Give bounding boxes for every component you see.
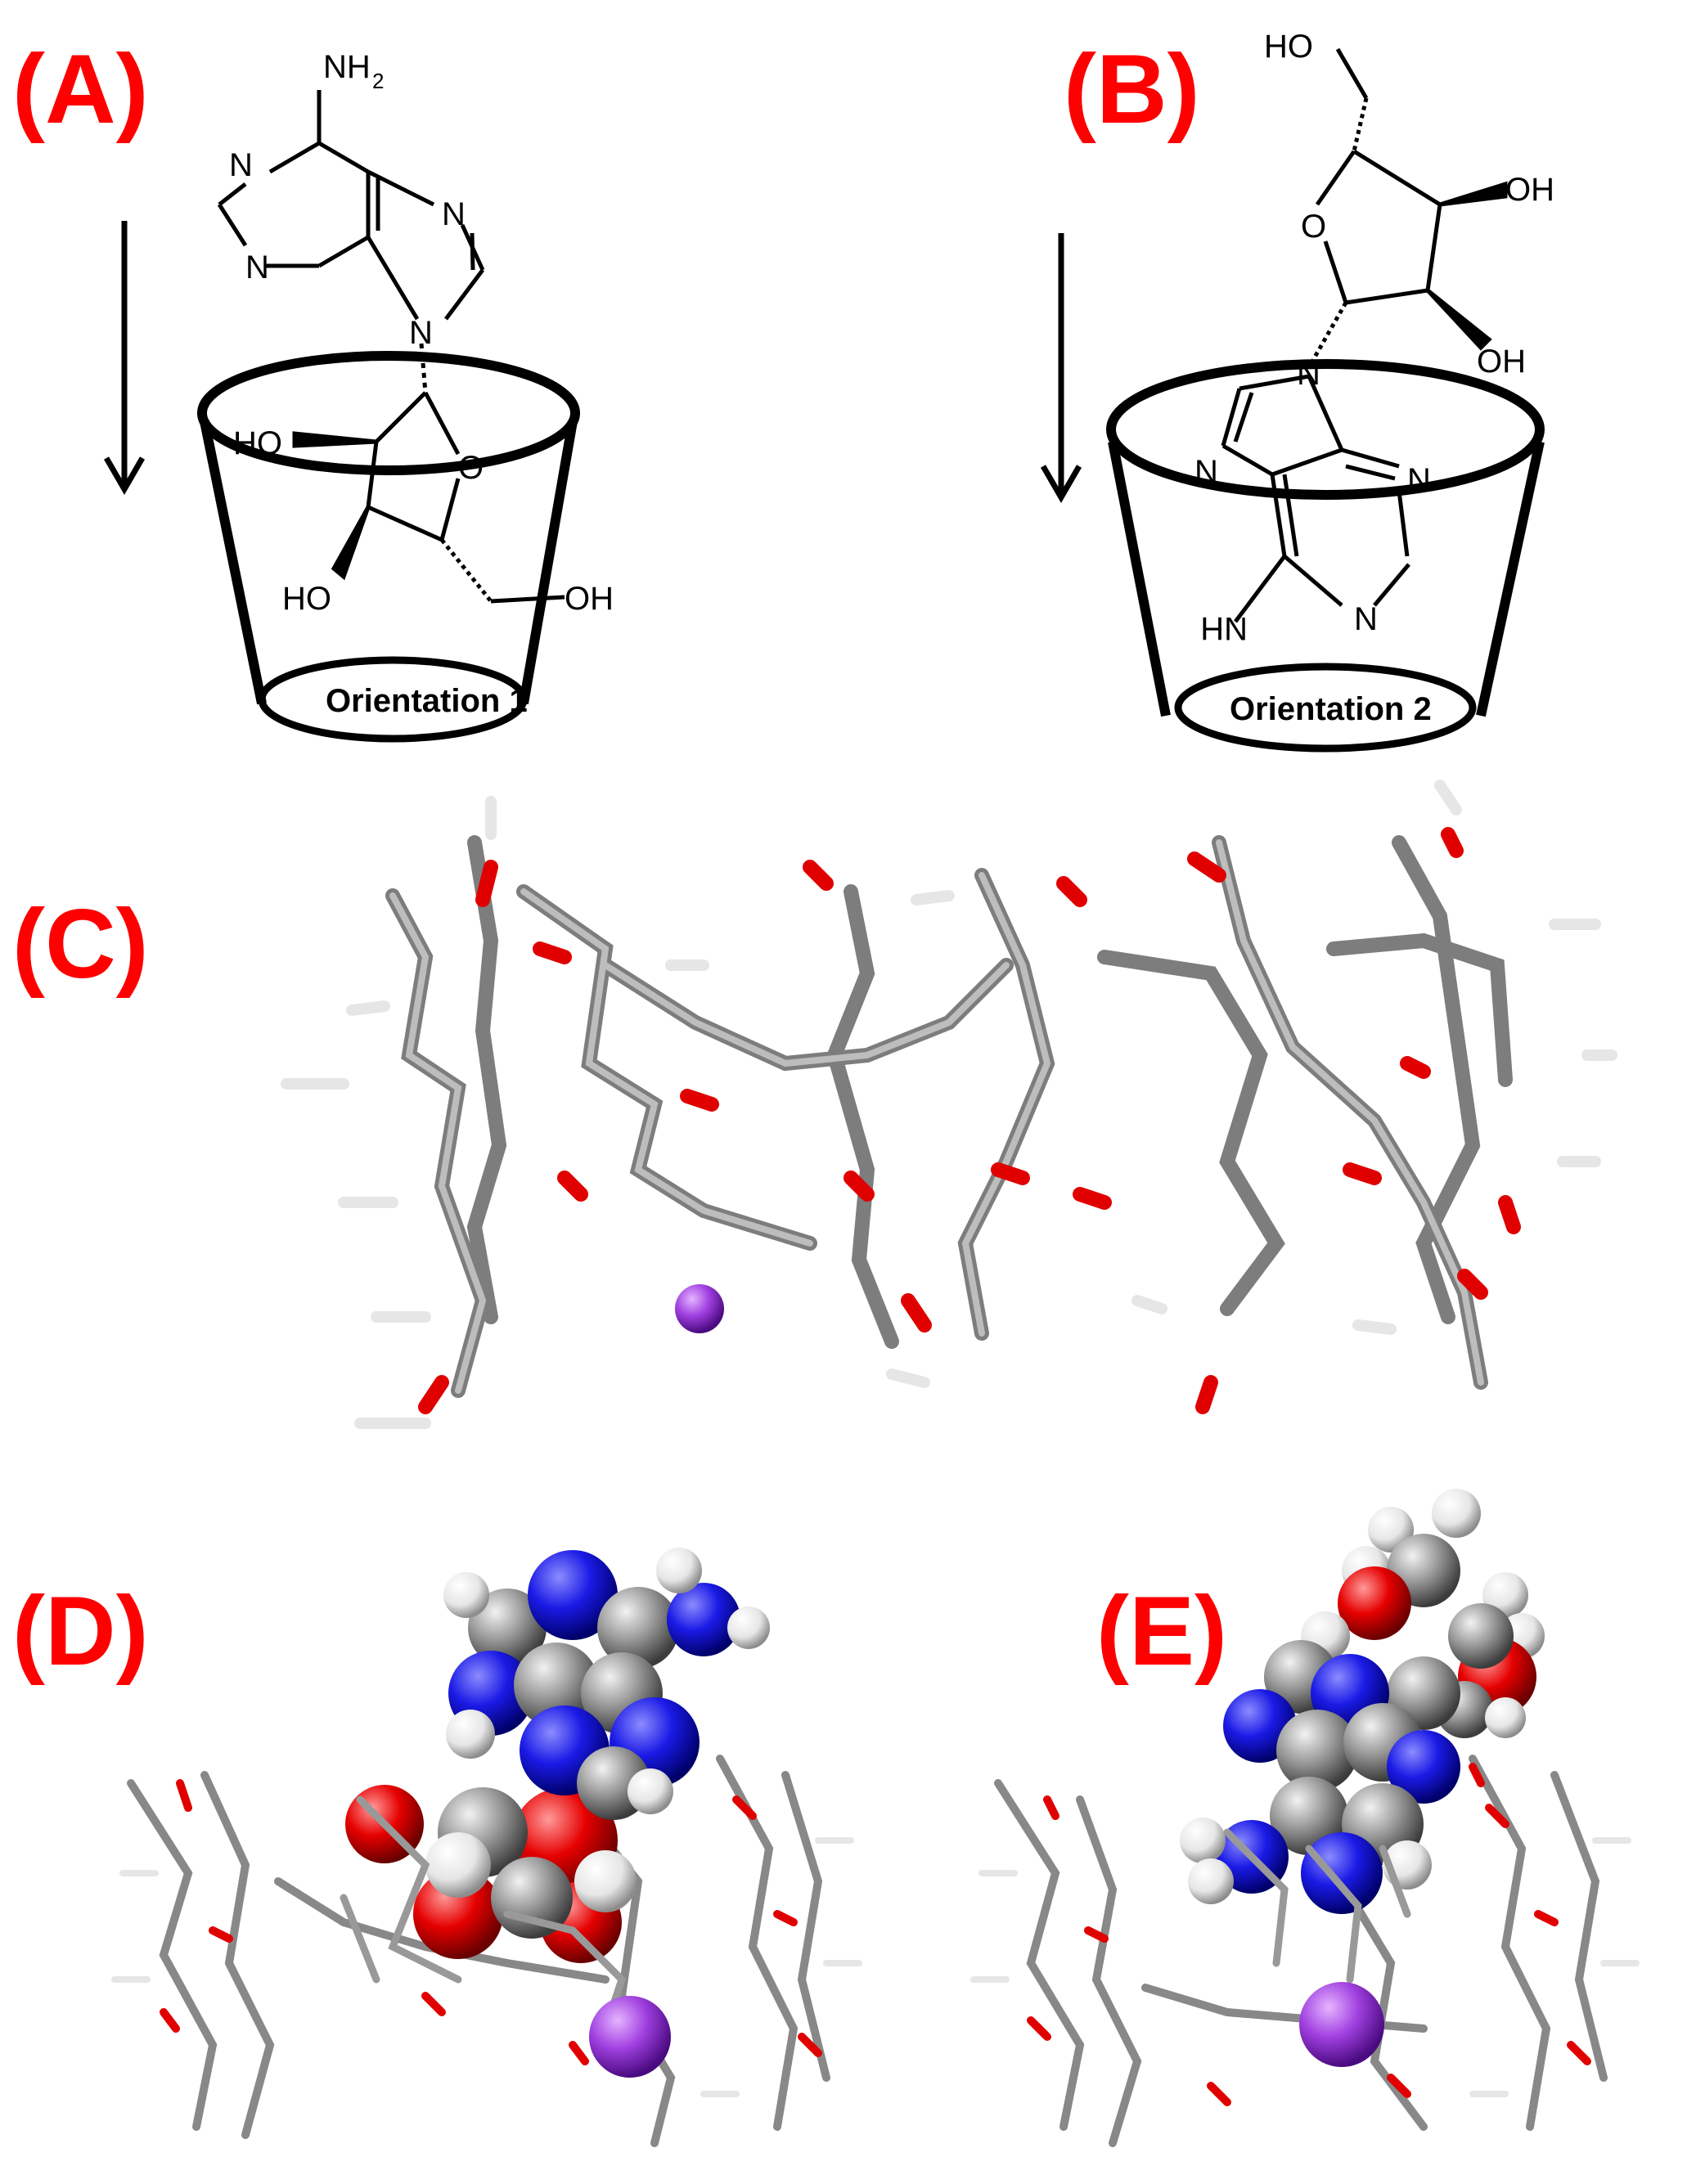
atom-label: NH xyxy=(323,49,371,85)
panel-b: (B) xyxy=(1040,29,1554,753)
adenosine-spacefill-d xyxy=(345,1548,770,1963)
panel-c: (C) xyxy=(12,780,1617,1429)
panel-b-label: (B) xyxy=(1064,34,1200,144)
atom-label: HO xyxy=(1264,29,1313,65)
orientation-1-label: Orientation 1 xyxy=(326,683,528,719)
adenosine-structure-a xyxy=(217,90,565,604)
adenosine-spacefill-e xyxy=(1180,1489,1545,1914)
sodium-atom xyxy=(1299,1982,1384,2067)
atom-label: N xyxy=(1354,601,1378,637)
atom-label: N xyxy=(229,147,253,183)
insertion-arrow-b xyxy=(1040,233,1082,503)
atom-label: OH xyxy=(565,581,614,617)
sodium-atom xyxy=(675,1284,724,1333)
panel-e-label: (E) xyxy=(1096,1576,1227,1686)
panel-e: (E) xyxy=(970,1489,1640,2147)
atom-label: OH xyxy=(1505,172,1554,208)
atom-label: NH xyxy=(1200,610,1248,646)
cyclodextrin-cup-b xyxy=(1106,359,1545,753)
atom-label: N xyxy=(409,315,433,351)
cyclodextrin-overlay-e xyxy=(1223,1828,1411,1984)
atom-label: O xyxy=(1301,209,1326,245)
atom-label: OH xyxy=(1477,344,1526,380)
atom-label: N xyxy=(442,196,466,232)
orientation-2-label: Orientation 2 xyxy=(1230,691,1432,727)
panel-a: (A) xyxy=(12,34,614,743)
panel-d-label: (D) xyxy=(12,1576,149,1686)
atom-label: HO xyxy=(282,581,331,617)
sodium-atom xyxy=(589,1996,671,2078)
atom-label: 2 xyxy=(372,69,384,93)
cyclodextrin-cup-a xyxy=(197,351,580,743)
cyclodextrin-stick-model xyxy=(281,780,1617,1429)
adenosine-structure-b xyxy=(1221,47,1508,623)
panel-a-label: (A) xyxy=(12,34,149,144)
atom-label: N xyxy=(245,249,269,285)
panel-c-label: (C) xyxy=(12,889,149,999)
panel-d: (D) xyxy=(12,1548,862,2147)
insertion-arrow-a xyxy=(103,221,146,495)
